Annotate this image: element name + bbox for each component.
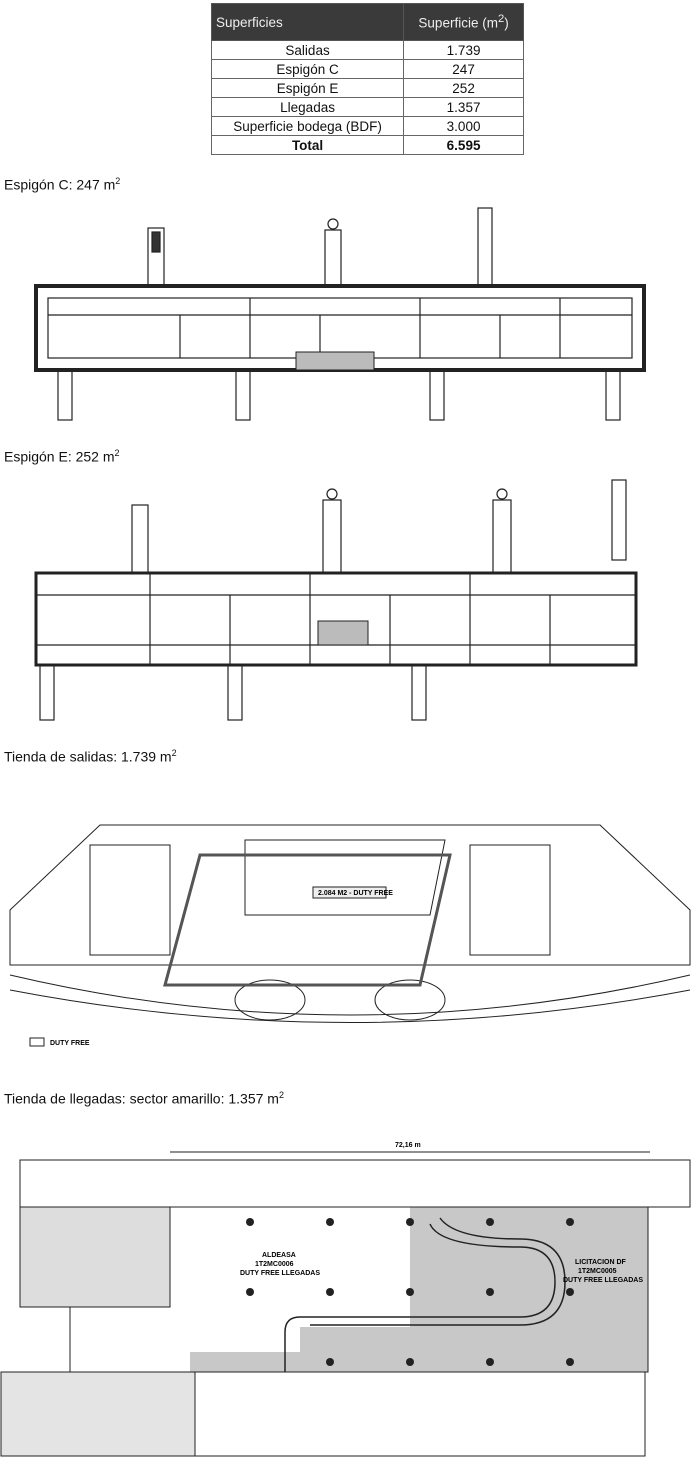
- row-value: 1.739: [403, 40, 524, 60]
- plan-label-aldeasa-code: 1T2MC0006: [255, 1261, 294, 1268]
- legend-duty-free: DUTY FREE: [50, 1040, 90, 1047]
- plan-label-licitacion-code: 1T2MC0005: [578, 1268, 617, 1275]
- table-row: Superficie bodega (BDF)3.000: [210, 116, 524, 136]
- row-value: 1.357: [403, 97, 524, 117]
- row-name: Superficie bodega (BDF): [210, 116, 405, 136]
- row-value: 3.000: [403, 116, 524, 136]
- row-value: 247: [403, 59, 524, 79]
- plan-label-licitacion: LICITACION DF: [575, 1259, 627, 1266]
- legend-swatch: [29, 1037, 45, 1047]
- row-name: Llegadas: [210, 97, 405, 117]
- heading-tienda-salidas: Tienda de salidas: 1.739 m2: [4, 748, 177, 765]
- col-header-superficies: Superficies: [210, 3, 405, 41]
- floor-plan-espigon-e: [34, 479, 638, 721]
- duty-free-area: [317, 620, 369, 646]
- floor-plan-llegadas: 72,16 m ALDEASA 1T2MC0006 DUTY FREE LLEG…: [0, 1142, 691, 1457]
- col-header-superficie-m2: Superficie (m2): [403, 3, 524, 41]
- total-label: Total: [210, 135, 405, 155]
- heading-tienda-llegadas: Tienda de llegadas: sector amarillo: 1.3…: [4, 1090, 284, 1107]
- plan-label-licitacion-desc: DUTY FREE LLEGADAS: [563, 1277, 643, 1284]
- plan-label-duty-free-area: 2.084 M2 - DUTY FREE: [318, 890, 393, 897]
- plan-label-aldeasa: ALDEASA: [262, 1252, 296, 1259]
- row-name: Espigón C: [210, 59, 405, 79]
- heading-espigon-e: Espigón E: 252 m2: [4, 448, 120, 465]
- row-name: Salidas: [210, 40, 405, 60]
- plan-label-aldeasa-desc: DUTY FREE LLEGADAS: [240, 1270, 320, 1277]
- yellow-sector-area: [190, 1207, 648, 1372]
- total-value: 6.595: [403, 135, 524, 155]
- floor-plan-espigon-c: [34, 207, 646, 421]
- floor-plan-salidas: 2.084 M2 - DUTY FREE DUTY FREE: [9, 824, 691, 1047]
- row-name: Espigón E: [210, 78, 405, 98]
- dimension-label: 72,16 m: [395, 1142, 421, 1149]
- heading-espigon-c: Espigón C: 247 m2: [4, 176, 121, 193]
- duty-free-area: [295, 351, 375, 371]
- row-value: 252: [403, 78, 524, 98]
